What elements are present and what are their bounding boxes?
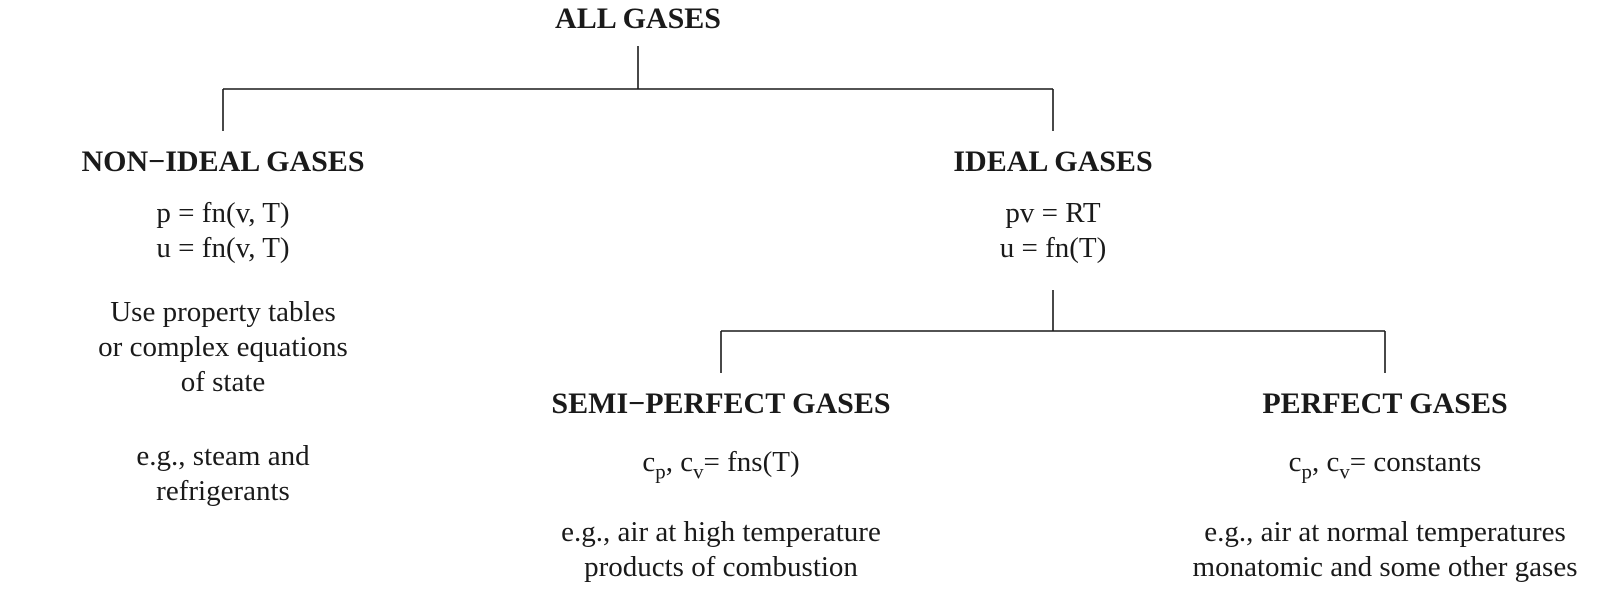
cp-subscript: p [655, 459, 666, 484]
cv-subscript: v [1339, 459, 1350, 484]
non-ideal-note: Use property tables or complex equations… [98, 295, 348, 400]
non-ideal-equation-pressure: p = fn(v, T) [156, 197, 290, 229]
cp-subscript: p [1301, 459, 1312, 484]
non-ideal-examples: e.g., steam and refrigerants [136, 439, 309, 509]
relation-rhs: = fns(T) [703, 446, 800, 478]
non-ideal-equation-energy: u = fn(v, T) [156, 232, 290, 264]
ideal-title: IDEAL GASES [953, 145, 1153, 178]
non-ideal-note-line: of state [180, 366, 266, 398]
cp-symbol: c [642, 446, 656, 478]
relation-separator: , [1311, 446, 1327, 478]
non-ideal-example-line: e.g., steam and [136, 440, 310, 472]
non-ideal-note-line: or complex equations [98, 331, 348, 363]
semi-perfect-title: SEMI−PERFECT GASES [551, 387, 891, 420]
perfect-example-line: monatomic and some other gases [1192, 551, 1578, 583]
non-ideal-title: NON−IDEAL GASES [81, 145, 365, 178]
relation-separator: , [665, 446, 681, 478]
cv-symbol: c [680, 446, 694, 478]
cv-symbol: c [1326, 446, 1340, 478]
root-title: ALL GASES [555, 2, 721, 35]
ideal-equations: pv = RT u = fn(T) [1000, 196, 1107, 266]
semi-perfect-relation: cp, cv= fns(T) [642, 445, 800, 484]
ideal-equation-energy: u = fn(T) [999, 232, 1107, 264]
semi-perfect-example-line: e.g., air at high temperature [561, 516, 881, 548]
perfect-examples: e.g., air at normal temperatures monatom… [1193, 515, 1578, 585]
cp-symbol: c [1288, 446, 1302, 478]
cv-subscript: v [693, 459, 704, 484]
semi-perfect-example-line: products of combustion [584, 551, 858, 583]
perfect-relation: cp, cv= constants [1288, 445, 1482, 484]
ideal-equation-state: pv = RT [1005, 197, 1101, 229]
non-ideal-example-line: refrigerants [156, 475, 290, 507]
relation-rhs: = constants [1349, 446, 1482, 478]
non-ideal-equations: p = fn(v, T) u = fn(v, T) [156, 196, 289, 266]
non-ideal-note-line: Use property tables [110, 296, 336, 328]
perfect-title: PERFECT GASES [1262, 387, 1508, 420]
perfect-example-line: e.g., air at normal temperatures [1204, 516, 1566, 548]
semi-perfect-examples: e.g., air at high temperature products o… [561, 515, 881, 585]
